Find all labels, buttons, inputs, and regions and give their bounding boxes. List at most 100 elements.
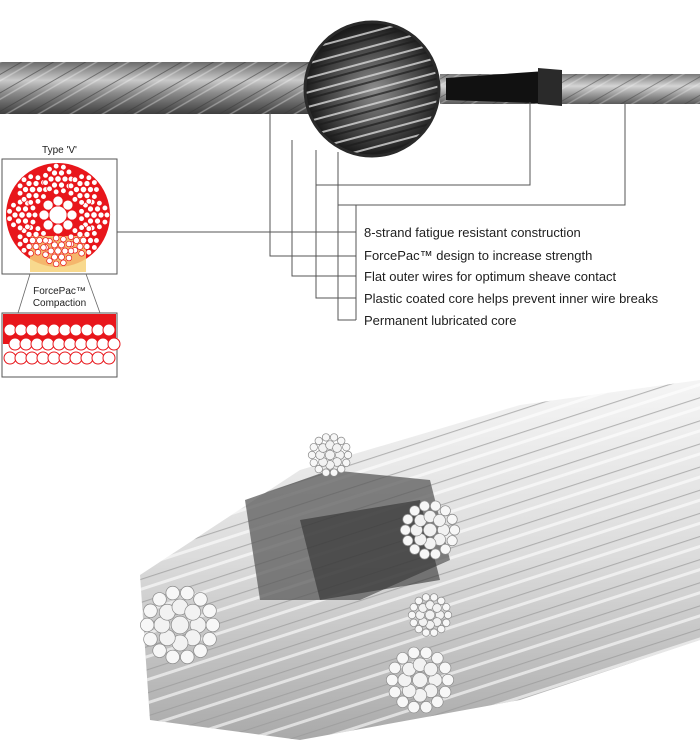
wire-circle [96,223,103,230]
wire-circle [97,211,105,219]
wire-circle [91,230,98,237]
wire-circle [47,247,55,255]
feature-label-3: Flat outer wires for optimum sheave cont… [364,269,617,284]
wire-circle [25,192,33,199]
wire-circle [73,237,80,244]
wire-circle [28,236,37,245]
wire-circle [421,593,431,602]
wire-circle [32,180,40,187]
wire-circle [52,223,64,235]
wire-circle [65,254,73,262]
wire-circle [38,209,50,221]
wire-circle [40,193,47,200]
compaction-wire-circle [36,323,50,337]
feature-label-5: Permanent lubricated core [364,313,517,328]
wire-circle [78,215,85,222]
wire-circle [79,236,88,245]
wire-circle [143,632,158,647]
wire-circle [58,169,65,177]
wire-circle [309,458,318,467]
wire-circle [6,208,13,215]
wire-circle [76,192,84,199]
wire-circle [449,524,461,536]
wire-circle [396,695,409,708]
wire-circle [342,443,351,452]
wire-circle [20,176,28,183]
wire-circle [332,443,342,453]
wire-circle [91,179,98,186]
wire-circle [437,625,446,634]
plastic-core [446,70,562,104]
wire-circle [31,211,39,219]
wire-circle [46,185,53,192]
wire-circle [16,182,24,190]
feature-label-4: Plastic coated core helps prevent inner … [364,291,659,306]
wire-circle [314,436,323,445]
compaction-wire-circle [25,323,39,337]
wire-circle [42,237,49,244]
wire-circle [10,221,17,228]
wire-circle [424,609,436,621]
wire-circle [25,211,33,219]
wire-circle [46,257,53,264]
wire-circle [442,618,451,627]
wire-circle [40,230,47,237]
wire-circle [60,259,67,266]
compaction-wire-circle [102,351,116,365]
wire-circle [83,192,91,199]
wire-circle [36,237,43,244]
wire-circle [321,433,331,442]
wire-circle [42,199,54,211]
wire-circle [90,211,98,219]
compaction-wire-circle [36,351,50,365]
wire-circle [62,219,74,231]
wire-circle [20,196,28,203]
compaction-wire-circle [14,323,28,337]
wire-circle [140,617,155,633]
wire-circle [152,592,167,607]
wire-circle [439,543,451,555]
wire-circle [47,175,55,183]
wire-circle [180,585,195,601]
wire-circle [16,233,24,240]
wire-circle [91,244,98,251]
wire-circle [414,625,423,634]
rope-cutaway-illustration [140,380,700,740]
wire-circle [205,617,220,633]
wire-circle [441,673,455,687]
wire-circle [193,643,208,658]
wire-circle [170,615,190,635]
wire-circle [419,500,430,512]
wire-circle [32,243,40,250]
wire-circle [96,200,103,207]
wire-circle [184,603,202,621]
wire-circle [16,190,24,197]
compaction-wire-circle [96,337,110,351]
wire-circle [437,596,446,605]
wire-circle [399,524,411,536]
wire-circle [309,443,318,452]
feature-label-1: 8-strand fatigue resistant construction [364,225,581,240]
leader-lines [117,102,626,321]
wire-circle [18,211,26,219]
wire-circle [87,205,94,213]
wire-circle [438,685,452,699]
wire-circle [52,234,60,242]
wire-circle [60,236,67,243]
compaction-label: ForcePac™ Compaction [2,286,117,310]
compaction-wire-circle [58,351,72,365]
compaction-label-line1: ForcePac™ [33,286,86,297]
wire-circle [78,199,85,206]
wire-circle [54,175,62,183]
compaction-wire-circle [80,323,94,337]
wire-circle [22,186,29,193]
wire-circle [52,195,64,207]
wire-circle [143,603,158,618]
wire-circle [103,211,111,219]
wire-circle [60,187,67,194]
compaction-wire-circle [19,337,33,351]
wire-circle [87,237,94,244]
wire-circle [25,231,33,238]
wire-circle [52,162,60,170]
wire-circle [51,241,58,249]
